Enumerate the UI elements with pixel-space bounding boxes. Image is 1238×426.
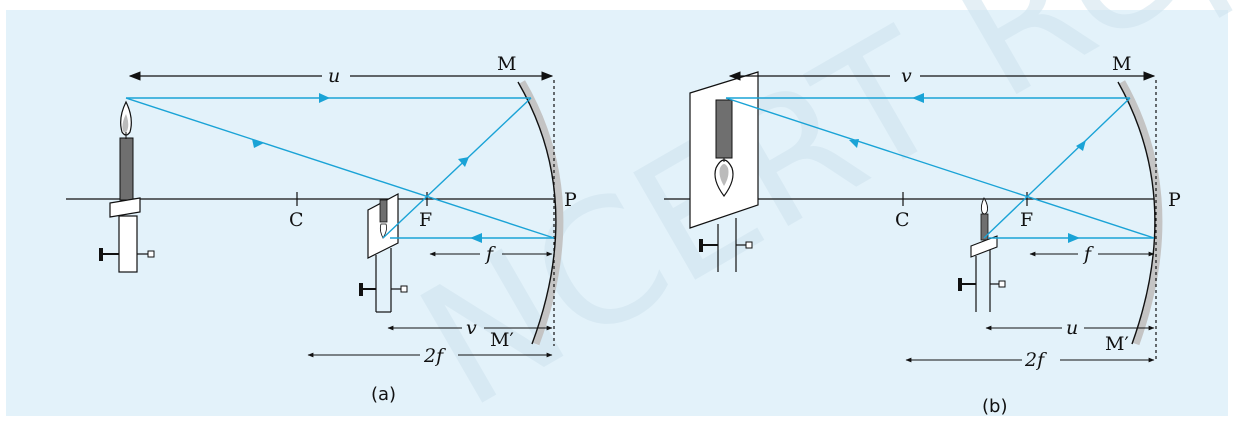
concave-mirror-b [1117,81,1156,345]
ray-arrows-a [252,93,482,243]
figure-panel [6,10,1228,416]
label-f-b: f [1082,243,1094,265]
label-F-b: F [1020,209,1033,231]
label-2f-a: 2f [423,345,446,367]
watermark-text: NCERT Republished [389,0,1238,426]
ray-arrows-b [849,93,1086,243]
caption-a: (a) [371,384,396,405]
rays-a [125,97,555,239]
mirror-shadow-a [518,80,564,346]
label-v-b: v [901,65,912,87]
label-C-b: C [895,209,910,231]
screen-image-a [359,193,408,313]
label-P-a: P [564,189,577,211]
candle-object-b [958,197,1006,312]
figure-b: v M P C F f u 2f M′ (b) [664,53,1181,417]
label-F-a: F [419,209,432,231]
label-P-b: P [1168,189,1181,211]
label-2f-b: 2f [1024,349,1047,371]
label-M-a: M [497,53,516,75]
label-v-a: v [466,317,477,339]
caption-b: (b) [982,396,1007,417]
label-C-a: C [289,209,304,231]
watermark: NCERT Republished [389,0,1238,426]
candle-object-a [99,100,155,273]
concave-mirror-a [517,81,557,345]
label-Mprime-b: M′ [1105,333,1129,355]
label-f-a: f [484,243,496,265]
label-M-b: M [1112,53,1131,75]
screen-image-b [689,71,759,272]
label-u-a: u [328,65,340,87]
label-Mprime-a: M′ [490,329,514,351]
label-u-b: u [1066,317,1078,339]
figure-a: u M P C F f v 2f M′ (a) [66,53,577,405]
mirror-shadow-b [1118,80,1163,346]
